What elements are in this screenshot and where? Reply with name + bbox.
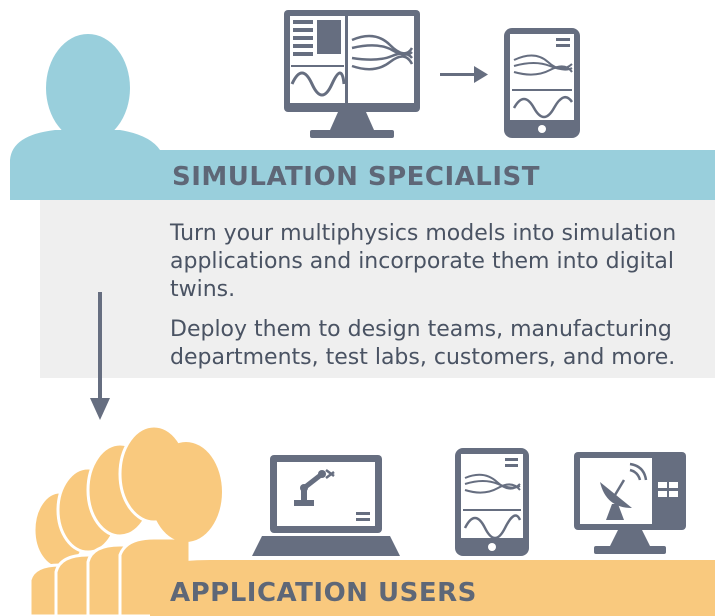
user-group-icon [28, 424, 222, 616]
laptop-robot-arm-icon [252, 455, 400, 556]
users-band [150, 560, 715, 616]
specialist-title: SIMULATION SPECIALIST [172, 162, 540, 192]
description-panel [40, 200, 715, 378]
tablet-icon [455, 448, 529, 556]
description-paragraph-1: Turn your multiphysics models into simul… [170, 221, 677, 302]
down-arrow-icon [90, 292, 110, 420]
users-title: APPLICATION USERS [170, 578, 477, 608]
description-paragraph-2: Deploy them to design teams, manufacturi… [170, 317, 676, 370]
tablet-icon [504, 28, 580, 138]
desktop-monitor-icon [284, 10, 420, 138]
right-arrow-icon [440, 66, 488, 83]
satellite-monitor-icon [574, 452, 686, 554]
specialist-person-icon [10, 34, 715, 200]
description-text: Turn your multiphysics models into simul… [170, 220, 710, 384]
